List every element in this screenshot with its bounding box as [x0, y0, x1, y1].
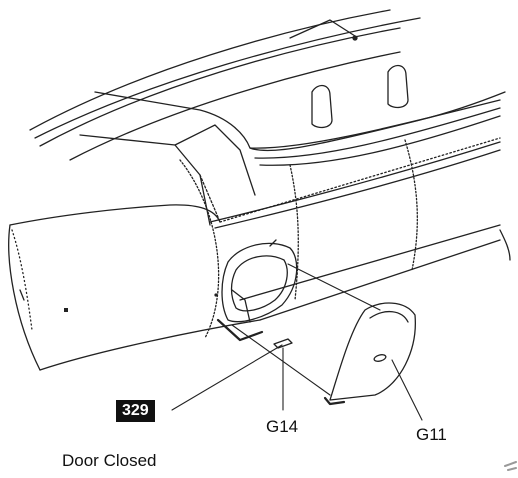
label-g14: G14 [266, 417, 299, 436]
door-panel [323, 302, 416, 406]
label-g11: G11 [416, 425, 447, 444]
caption-door-closed: Door Closed [62, 451, 157, 470]
corner-mark [504, 461, 517, 471]
fastener-g14 [273, 338, 293, 349]
reference-badge: 329 [116, 400, 155, 422]
wing-root-fairing [79, 124, 501, 229]
window-right [387, 64, 409, 109]
leader-lines [171, 263, 423, 421]
fuselage-barrel [8, 139, 511, 371]
door-opening [214, 239, 298, 342]
window-left [311, 84, 333, 129]
fuselage-top [94, 91, 506, 166]
upper-rails [29, 9, 421, 161]
